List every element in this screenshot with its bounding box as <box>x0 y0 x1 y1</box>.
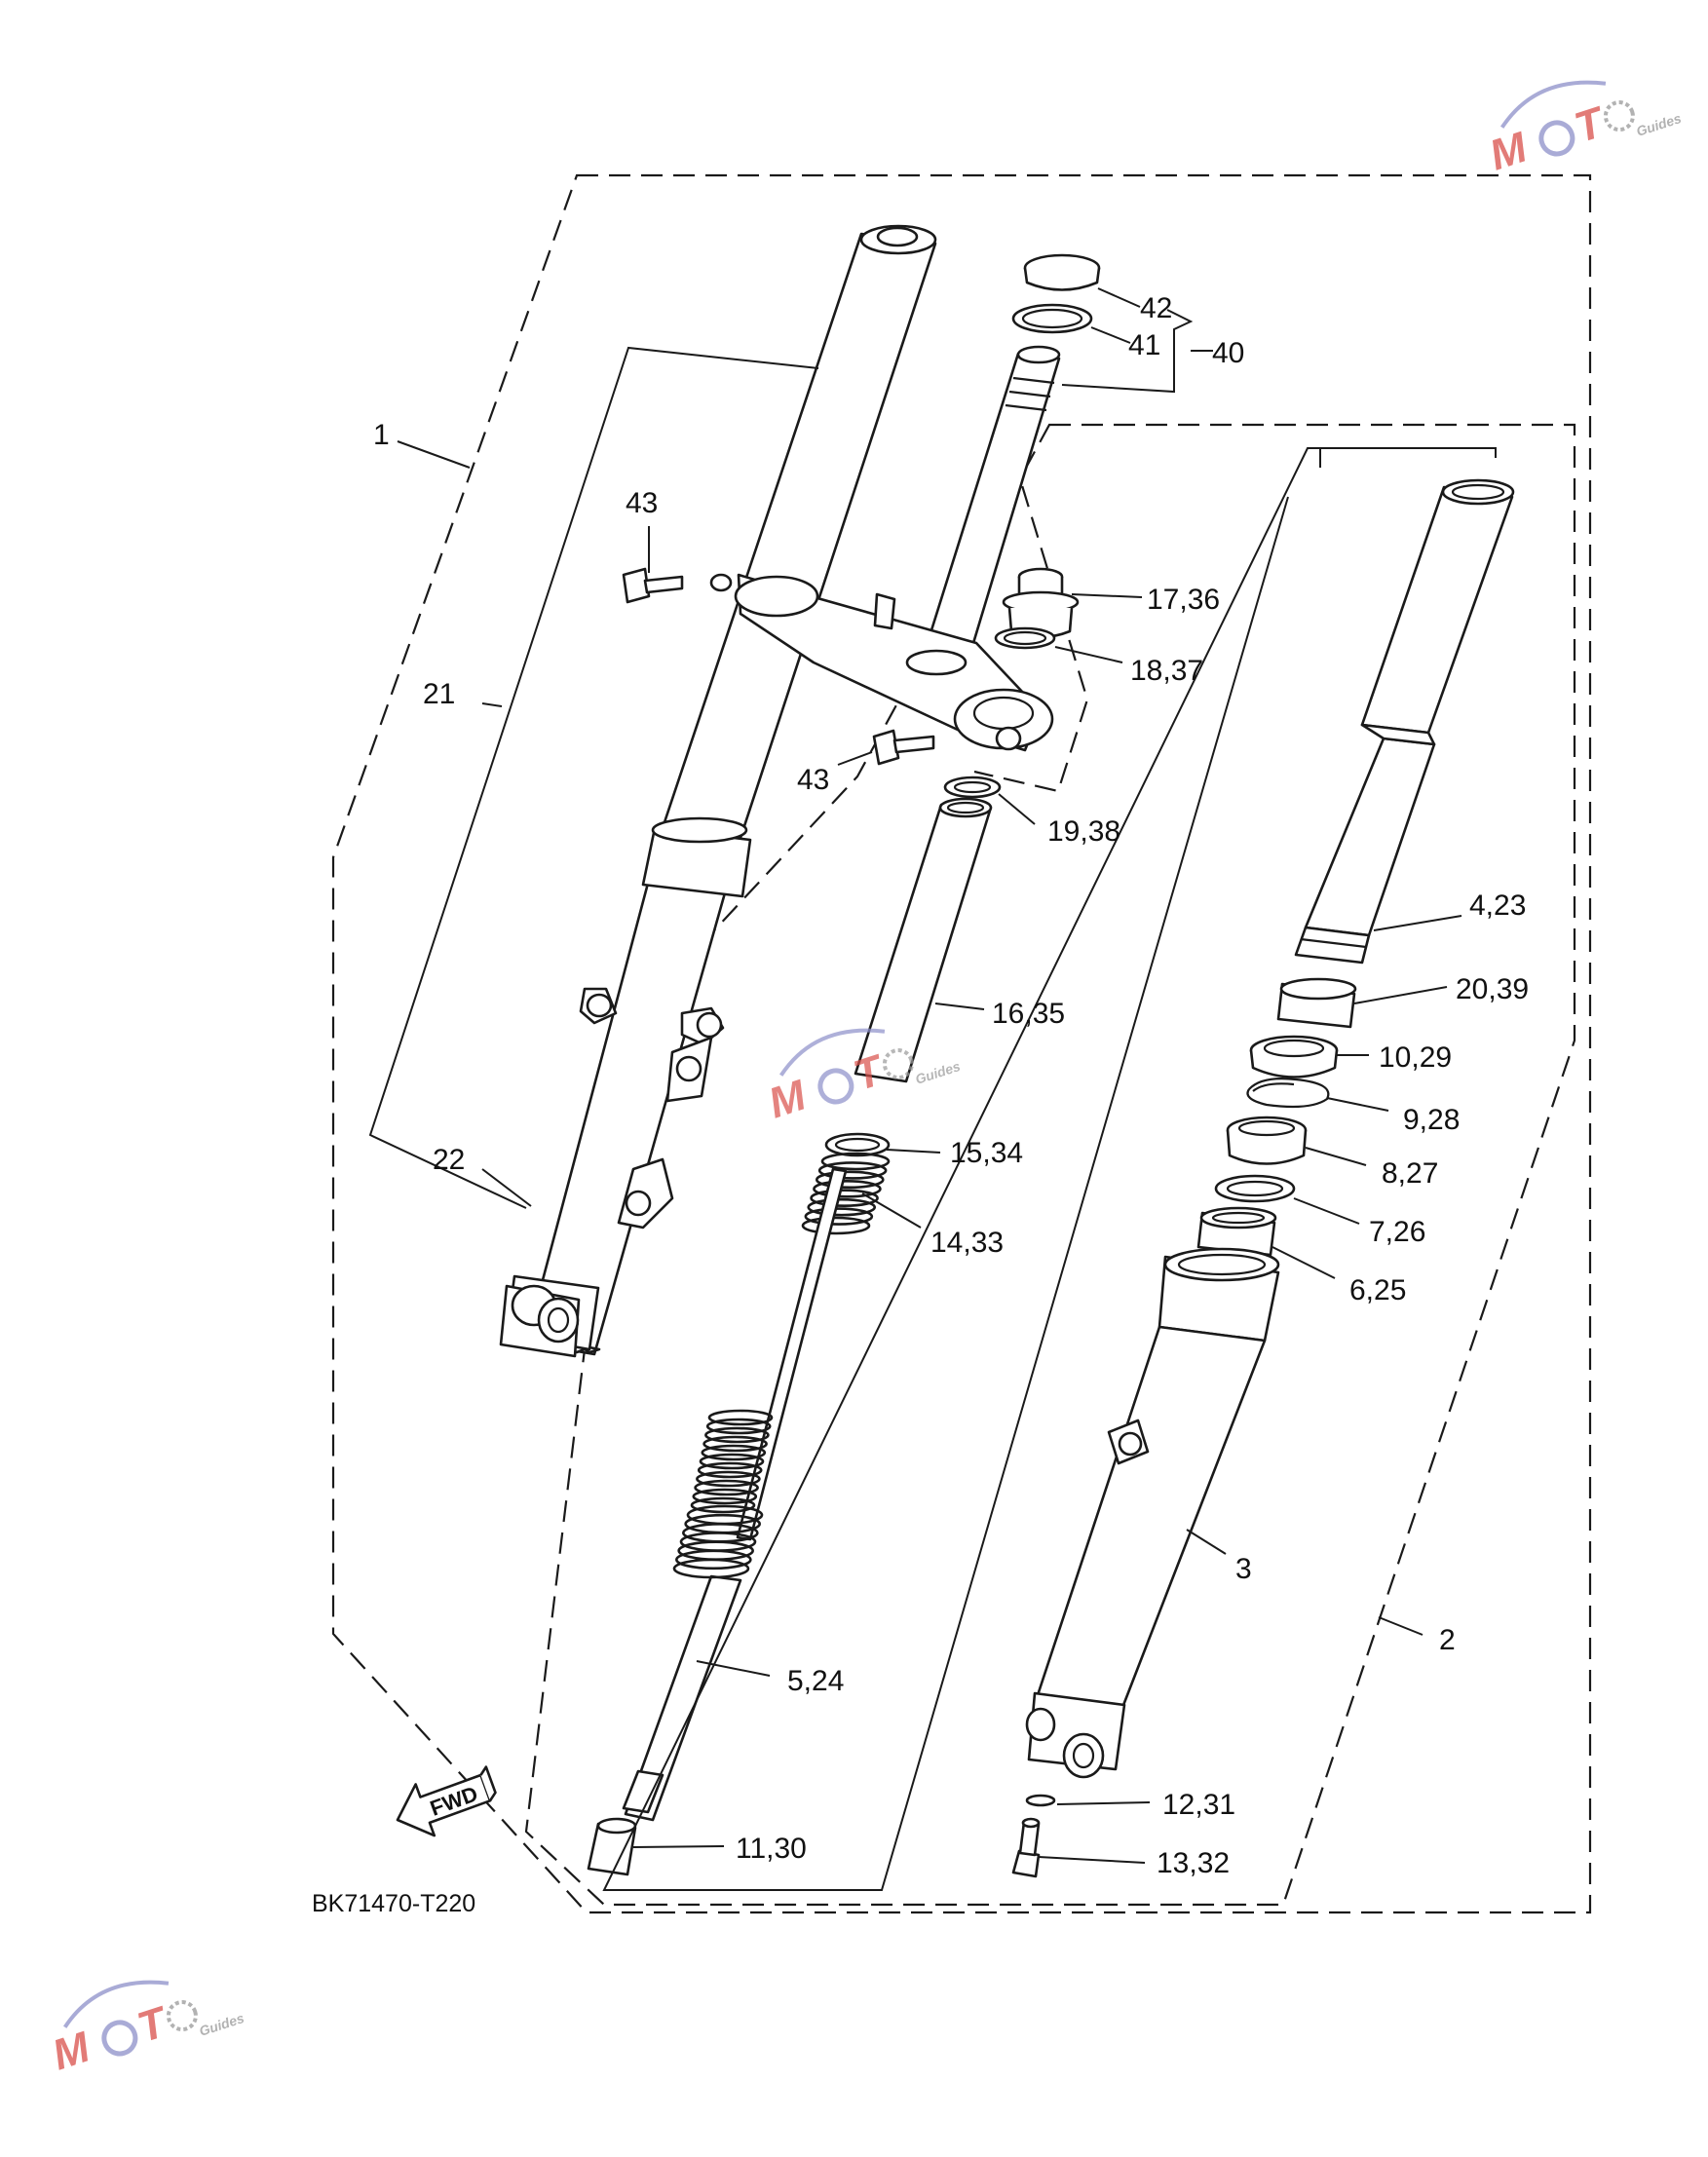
callout-16-35: 16,35 <box>992 998 1065 1030</box>
callout-4-23: 4,23 <box>1469 889 1526 922</box>
callout-12-31: 12,31 <box>1162 1789 1235 1821</box>
right-outer-tube <box>1025 1247 1280 1779</box>
svg-text:Guides: Guides <box>1634 110 1683 139</box>
spring-coil <box>810 1189 879 1208</box>
spring-coil <box>694 1479 759 1496</box>
watermark-logo-center: M T Guides <box>763 1028 963 1128</box>
damper-bolt <box>1011 1817 1041 1878</box>
svg-text:Guides: Guides <box>913 1058 962 1087</box>
oil-seal-upper <box>1249 1035 1339 1078</box>
spring-coil <box>702 1435 768 1453</box>
svg-text:Guides: Guides <box>197 2010 246 2039</box>
callout-17-36: 17,36 <box>1147 584 1220 616</box>
spring-coil <box>701 1444 767 1461</box>
spring-coil <box>804 1207 874 1226</box>
spring-coil <box>704 1426 770 1444</box>
under-bracket-assembly <box>734 345 1061 752</box>
svg-text:T: T <box>132 1997 174 2052</box>
washer-7-26 <box>1214 1174 1296 1203</box>
callout-7-26: 7,26 <box>1369 1216 1425 1248</box>
lower-spring <box>672 1504 764 1579</box>
pinch-bolt-upper <box>622 567 733 604</box>
callout-40: 40 <box>1212 337 1244 369</box>
watermark-logo-bottom: M T Guides <box>47 1980 247 2080</box>
callout-13-32: 13,32 <box>1157 1847 1230 1879</box>
spring-coil <box>675 1549 752 1570</box>
spring-coil <box>690 1496 756 1514</box>
callout-2: 2 <box>1439 1624 1456 1656</box>
callout-15-34: 15,34 <box>950 1137 1023 1169</box>
callout-43-upper: 43 <box>626 487 658 519</box>
short-spring <box>801 1152 891 1235</box>
spring-coil <box>696 1470 761 1488</box>
callout-20-39: 20,39 <box>1456 973 1529 1005</box>
callout-8-27: 8,27 <box>1382 1157 1438 1190</box>
fork-cap-bolt <box>994 567 1080 650</box>
fwd-arrow-icon: FWD <box>396 1765 497 1837</box>
oil-seal-8-27 <box>1226 1116 1308 1165</box>
pinch-bolt-lower <box>872 729 935 766</box>
circlip <box>1246 1078 1330 1109</box>
callout-21: 21 <box>423 678 455 710</box>
svg-text:M: M <box>1484 123 1534 179</box>
spring-coil <box>815 1170 885 1190</box>
oil-lock-piece <box>587 1817 637 1876</box>
spring-coil <box>699 1453 765 1470</box>
svg-text:M: M <box>763 1071 813 1127</box>
slide-bushing <box>1276 977 1357 1029</box>
slide-metal-6-25 <box>1196 1206 1277 1257</box>
spring-coil <box>697 1461 763 1479</box>
callout-42: 42 <box>1140 292 1172 324</box>
callout-5-24: 5,24 <box>787 1665 844 1697</box>
callout-41: 41 <box>1128 329 1160 361</box>
long-spring <box>690 1409 774 1514</box>
spring-seat <box>824 1132 891 1157</box>
right-inner-tube <box>1294 478 1515 965</box>
callout-10-29: 10,29 <box>1379 1041 1452 1074</box>
spring-coil <box>692 1488 758 1505</box>
callout-18-37: 18,37 <box>1130 655 1203 687</box>
collar-19-38 <box>943 776 1002 799</box>
spring-coil <box>807 1197 877 1217</box>
cap-group-boundary <box>973 424 1089 793</box>
assembly-2-boundary <box>524 423 1576 1907</box>
callout-3: 3 <box>1235 1553 1252 1585</box>
left-fork-assembly <box>499 224 937 1358</box>
spacer-tube <box>854 797 993 1083</box>
spring-coil <box>672 1558 750 1579</box>
watermark-logo-top: M T Guides <box>1484 80 1684 180</box>
callout-6-25: 6,25 <box>1349 1274 1406 1306</box>
spring-coil <box>817 1161 888 1180</box>
assembly-1-boundary <box>331 173 1592 1914</box>
leader-lines <box>368 287 1497 1891</box>
spring-coil <box>813 1179 882 1198</box>
drain-gasket <box>1025 1794 1056 1807</box>
callout-1: 1 <box>373 419 390 451</box>
stem-cap-parts <box>1011 253 1101 334</box>
diagram-code: BK71470-T220 <box>312 1890 475 1917</box>
spring-coil <box>801 1216 871 1235</box>
callout-labels: 1 21 22 43 43 42 41 40 17,36 18,37 19,38… <box>373 292 1529 1879</box>
callout-11-30: 11,30 <box>736 1833 807 1865</box>
callout-22: 22 <box>433 1144 465 1176</box>
callout-14-33: 14,33 <box>930 1227 1004 1259</box>
spring-coil <box>707 1409 774 1426</box>
svg-text:M: M <box>47 2023 96 2079</box>
svg-text:T: T <box>1569 97 1612 152</box>
callout-19-38: 19,38 <box>1047 815 1120 848</box>
spring-coil <box>820 1152 891 1171</box>
spring-coil <box>705 1418 772 1435</box>
callout-43-lower: 43 <box>797 764 829 796</box>
callout-9-28: 9,28 <box>1403 1104 1460 1136</box>
